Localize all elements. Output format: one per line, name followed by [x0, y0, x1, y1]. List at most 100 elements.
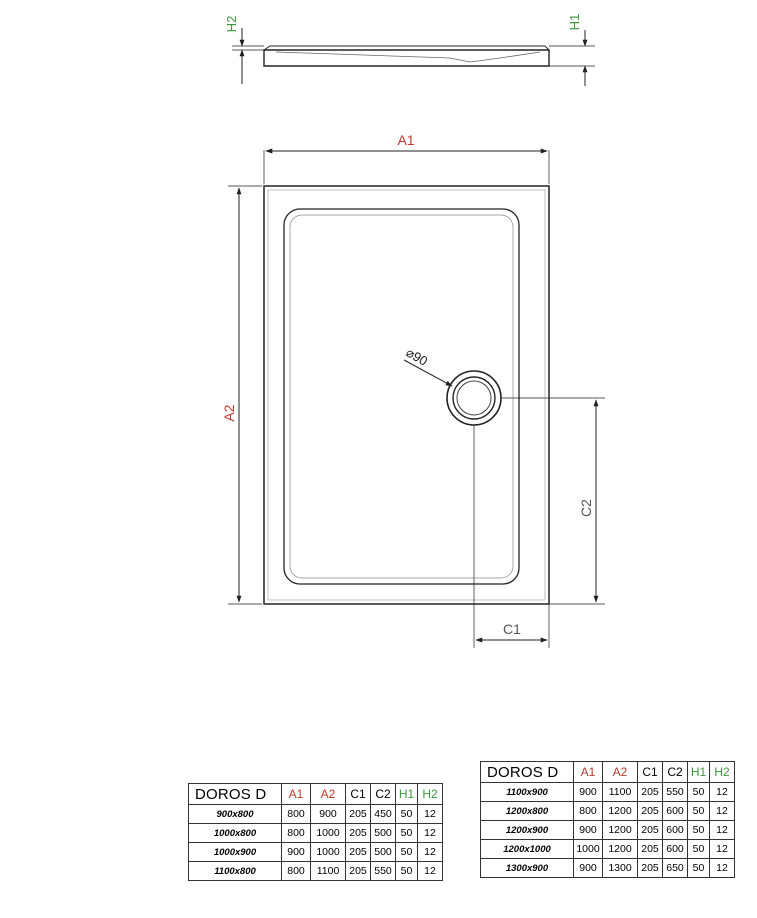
value-cell: 50 [395, 823, 418, 843]
c2-label: C2 [578, 499, 594, 517]
header-c1: C1 [637, 761, 663, 783]
value-cell: 12 [709, 858, 735, 878]
c1-label: C1 [503, 621, 521, 637]
value-cell: 1000 [573, 839, 603, 859]
h1-label: H1 [567, 14, 582, 31]
value-cell: 205 [345, 861, 371, 881]
tray-profile [263, 49, 550, 67]
model-name: DOROS D [480, 761, 574, 783]
value-cell: 50 [395, 804, 418, 824]
value-cell: 12 [709, 782, 735, 802]
size-cell: 1200x900 [480, 820, 574, 840]
doros-d-table-small: DOROS D A1 A2 C1 C2 H1 H2 900x800 800 90… [188, 783, 443, 881]
value-cell: 50 [395, 861, 418, 881]
size-cell: 1000x900 [188, 842, 282, 862]
value-cell: 12 [417, 823, 443, 843]
value-cell: 205 [637, 782, 663, 802]
header-a1: A1 [281, 783, 311, 805]
value-cell: 50 [687, 839, 710, 859]
value-cell: 50 [687, 782, 710, 802]
size-cell: 900x800 [188, 804, 282, 824]
table-row: 1300x900 900 1300 205 650 50 12 [480, 858, 735, 878]
header-c2: C2 [662, 761, 688, 783]
table-row: 900x800 800 900 205 450 50 12 [188, 804, 443, 824]
value-cell: 600 [662, 801, 688, 821]
value-cell: 205 [345, 804, 371, 824]
value-cell: 1200 [602, 801, 638, 821]
value-cell: 500 [370, 823, 396, 843]
table-row: 1100x900 900 1100 205 550 50 12 [480, 782, 735, 802]
tray-inner-rim [267, 189, 546, 601]
tray-basin-inner [289, 214, 514, 579]
value-cell: 1000 [310, 823, 346, 843]
value-cell: 1200 [602, 839, 638, 859]
table-header-row: DOROS D A1 A2 C1 C2 H1 H2 [480, 761, 735, 783]
value-cell: 900 [573, 820, 603, 840]
a1-label: A1 [397, 132, 414, 148]
drain-mid-ring [452, 376, 496, 420]
value-cell: 550 [370, 861, 396, 881]
size-cell: 1200x800 [480, 801, 574, 821]
value-cell: 50 [395, 842, 418, 862]
table-header-row: DOROS D A1 A2 C1 C2 H1 H2 [188, 783, 443, 805]
value-cell: 450 [370, 804, 396, 824]
plan-view: ⌀90 A1 A2 C2 C1 [221, 132, 605, 648]
doros-d-table-large: DOROS D A1 A2 C1 C2 H1 H2 1100x900 900 1… [480, 761, 735, 878]
value-cell: 550 [662, 782, 688, 802]
size-cell: 1100x900 [480, 782, 574, 802]
header-h2: H2 [709, 761, 735, 783]
tray-profile-slope [275, 51, 541, 63]
value-cell: 50 [687, 801, 710, 821]
value-cell: 650 [662, 858, 688, 878]
h2-label: H2 [224, 16, 239, 33]
a2-label: A2 [221, 404, 237, 421]
value-cell: 12 [417, 842, 443, 862]
value-cell: 600 [662, 839, 688, 859]
value-cell: 12 [417, 804, 443, 824]
value-cell: 1000 [310, 842, 346, 862]
value-cell: 800 [573, 801, 603, 821]
value-cell: 12 [709, 801, 735, 821]
size-cell: 1100x800 [188, 861, 282, 881]
value-cell: 1300 [602, 858, 638, 878]
table-row: 1000x800 800 1000 205 500 50 12 [188, 823, 443, 843]
table-row: 1100x800 800 1100 205 550 50 12 [188, 861, 443, 881]
size-cell: 1200x1000 [480, 839, 574, 859]
value-cell: 50 [687, 820, 710, 840]
tray-basin-outer [283, 208, 520, 585]
side-profile-view: H2 H1 [224, 14, 595, 86]
table-row: 1000x900 900 1000 205 500 50 12 [188, 842, 443, 862]
value-cell: 205 [637, 839, 663, 859]
value-cell: 800 [281, 861, 311, 881]
value-cell: 205 [637, 801, 663, 821]
size-cell: 1000x800 [188, 823, 282, 843]
value-cell: 205 [637, 820, 663, 840]
value-cell: 900 [573, 782, 603, 802]
value-cell: 50 [687, 858, 710, 878]
drain-outer-ring [446, 370, 502, 426]
value-cell: 205 [345, 842, 371, 862]
value-cell: 800 [281, 823, 311, 843]
table-row: 1200x1000 1000 1200 205 600 50 12 [480, 839, 735, 859]
value-cell: 12 [417, 861, 443, 881]
value-cell: 205 [345, 823, 371, 843]
value-cell: 205 [637, 858, 663, 878]
value-cell: 600 [662, 820, 688, 840]
header-h1: H1 [395, 783, 418, 805]
value-cell: 1200 [602, 820, 638, 840]
drain-inner-ring [456, 380, 492, 416]
value-cell: 900 [573, 858, 603, 878]
header-h1: H1 [687, 761, 710, 783]
table-row: 1200x800 800 1200 205 600 50 12 [480, 801, 735, 821]
value-cell: 800 [281, 804, 311, 824]
value-cell: 900 [310, 804, 346, 824]
value-cell: 12 [709, 820, 735, 840]
value-cell: 1100 [310, 861, 346, 881]
header-a1: A1 [573, 761, 603, 783]
value-cell: 900 [281, 842, 311, 862]
tray-outline [263, 185, 550, 605]
value-cell: 1100 [602, 782, 638, 802]
header-a2: A2 [310, 783, 346, 805]
header-h2: H2 [417, 783, 443, 805]
